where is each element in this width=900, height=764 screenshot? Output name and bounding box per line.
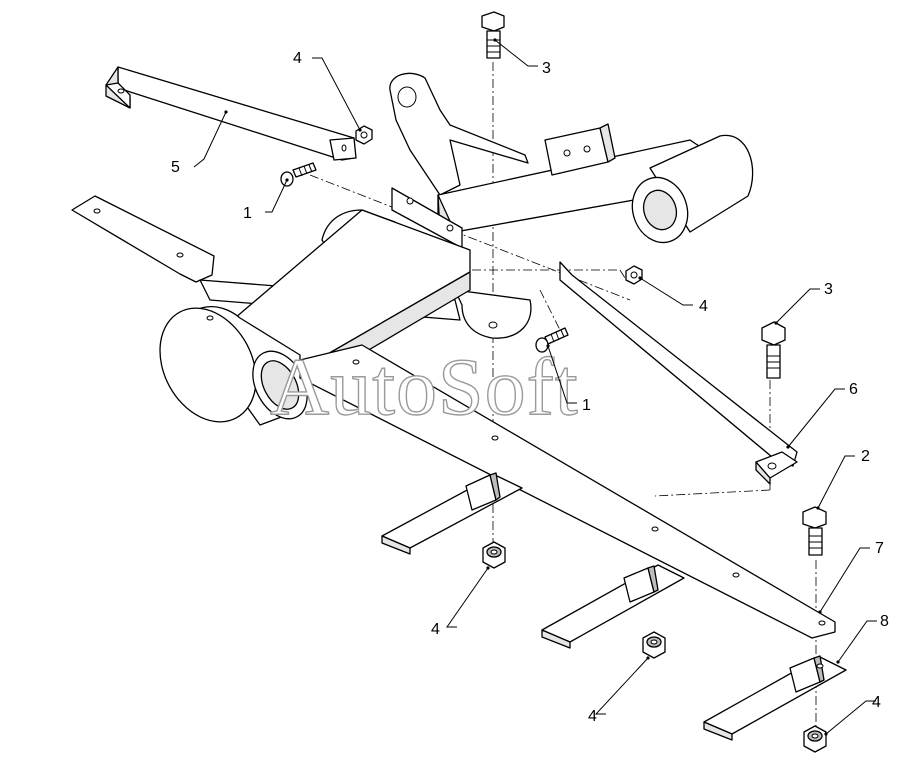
nut-4-middle xyxy=(625,265,643,285)
knife-middle xyxy=(541,564,685,649)
nut-4-lower-c xyxy=(803,725,827,753)
nut-4-lower-a xyxy=(482,541,506,569)
callout-labels: 5 1 4 3 1 4 3 6 2 7 8 4 4 4 xyxy=(171,50,889,725)
bolt-1-upper xyxy=(280,162,317,187)
leader-lines xyxy=(193,38,877,736)
callout-5: 5 xyxy=(171,159,180,176)
callout-3-right: 3 xyxy=(824,281,833,298)
callout-1-upper: 1 xyxy=(243,205,252,222)
callout-7: 7 xyxy=(875,540,884,557)
callout-3-top: 3 xyxy=(542,60,551,77)
callout-8: 8 xyxy=(880,613,889,630)
callout-4-lower-c: 4 xyxy=(872,694,881,711)
callout-1-lower: 1 xyxy=(582,397,591,414)
callout-4-upper: 4 xyxy=(293,50,302,67)
bolt-3-top xyxy=(481,11,505,59)
callout-4-middle: 4 xyxy=(699,298,708,315)
bolt-2 xyxy=(802,506,827,556)
nut-4-lower-b xyxy=(642,631,666,659)
strut-6 xyxy=(559,261,798,485)
callout-4-lower-b: 4 xyxy=(588,708,597,725)
bolt-1-lower xyxy=(535,327,569,353)
long-bar-7 xyxy=(299,344,836,639)
knife-left xyxy=(381,472,523,555)
strap-5 xyxy=(105,66,357,161)
callout-4-lower-a: 4 xyxy=(431,621,440,638)
upper-hitch-arm xyxy=(389,72,754,249)
watermark-text: AutoSoft xyxy=(270,341,579,432)
nut-4-upper xyxy=(355,125,373,145)
callout-6: 6 xyxy=(849,381,858,398)
knife-8 xyxy=(703,655,847,741)
callout-2: 2 xyxy=(861,448,870,465)
bolt-3-right xyxy=(761,321,786,379)
